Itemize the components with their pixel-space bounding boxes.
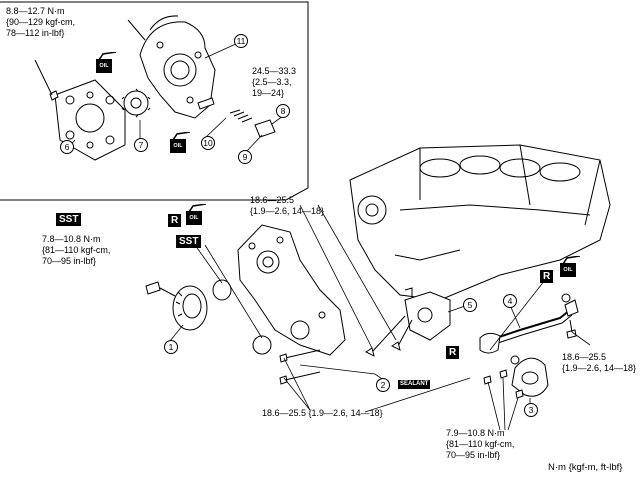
o-ring-part — [561, 293, 571, 303]
callout-9: 9 — [238, 150, 252, 164]
oil-seal-lower-part — [252, 335, 272, 355]
oil-pump-cover-part — [54, 79, 126, 161]
oil-can-icon: OIL — [560, 256, 580, 278]
oil-can-icon: OIL — [186, 204, 206, 226]
torque-spec-right-mid: 18.6—25.5{1.9—2.6, 14—18} — [562, 352, 637, 373]
callout-3: 3 — [524, 403, 538, 417]
callout-4: 4 — [503, 294, 517, 308]
oil-pump-body-part — [127, 15, 216, 119]
torque-spec-top-right: 24.5—33.3{2.5—3.3,19—24} — [252, 66, 297, 98]
leader-lines — [67, 41, 591, 431]
callout-8: 8 — [276, 104, 290, 118]
cover-bolt-part — [34, 59, 59, 101]
pump-bolts — [371, 315, 413, 353]
callout-1: 1 — [164, 340, 178, 354]
pulley-bolt-part — [145, 281, 161, 295]
plug-bolt-part — [254, 119, 276, 138]
replace-badge-mid: R — [446, 346, 460, 359]
torque-spec-center-top: 18.6—25.5{1.9—2.6, 14—18} — [250, 195, 325, 216]
callout-10: 10 — [201, 136, 215, 150]
cover-bolts — [284, 349, 321, 381]
sst-badge-left: SST — [56, 213, 82, 226]
callout-11: 11 — [234, 34, 248, 48]
engine-block-part — [349, 144, 611, 301]
oil-strainer-part — [511, 357, 549, 397]
o-ring-lower-part — [510, 355, 520, 365]
torque-spec-bottom-right: 7.9—10.8 N·m{81—110 kgf-cm,70—95 in-lbf} — [446, 428, 515, 460]
sst-badge-center: SST — [176, 235, 202, 248]
oil-can-icon: OIL — [170, 132, 190, 154]
sealant-tube-icon: SEALANT — [398, 380, 431, 389]
callout-5: 5 — [463, 298, 477, 312]
oil-pump-assembly-part — [404, 287, 451, 341]
inset-panel-border — [0, 1, 309, 201]
torque-spec-bottom-center: 18.6—25.5 {1.9—2.6, 14—18} — [262, 408, 383, 418]
torque-spec-left-mid: 7.8—10.8 N·m{81—110 kgf-cm,70—95 in-lbf} — [42, 234, 111, 266]
callout-2: 2 — [376, 378, 390, 392]
oil-seal-part — [212, 279, 232, 301]
relief-plunger-part — [197, 97, 253, 123]
front-cover-part — [237, 224, 346, 356]
callout-7: 7 — [134, 138, 148, 152]
crank-pulley-part — [172, 285, 208, 331]
replace-badge-right: R — [540, 270, 554, 283]
oil-can-icon: OIL — [96, 52, 116, 74]
replace-badge-top: R — [168, 214, 182, 227]
callout-6: 6 — [60, 140, 74, 154]
oil-pump-rotor-part — [121, 88, 151, 118]
torque-spec-top-left: 8.8—12.7 N·m{90—129 kgf-cm,78—112 in-lbf… — [6, 6, 76, 38]
unit-note: N·m {kgf-m, ft-lbf} — [548, 462, 623, 473]
oil-pipe-part — [479, 299, 579, 354]
